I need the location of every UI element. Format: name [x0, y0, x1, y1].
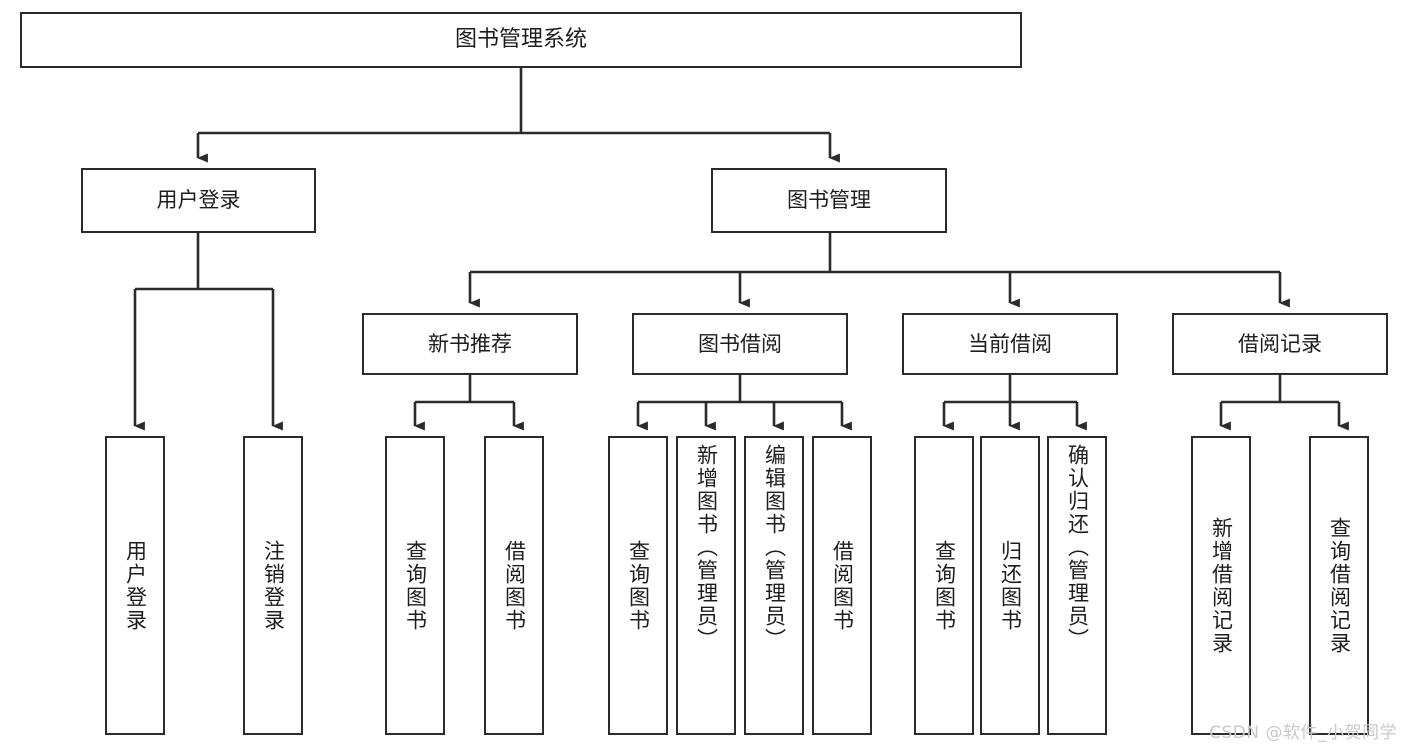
leaf-query-book-newbook[interactable]: 查询图书	[385, 436, 445, 735]
node-user-login[interactable]: 用户登录	[81, 168, 316, 233]
node-label: 借阅图书	[830, 539, 855, 632]
leaf-borrow-book-newbook[interactable]: 借阅图书	[484, 436, 544, 735]
node-label: 编辑图书（管理员）	[762, 444, 787, 651]
leaf-add-book-admin[interactable]: 新增图书（管理员）	[676, 436, 736, 735]
node-label: 用户登录	[123, 539, 148, 632]
node-label: 新书推荐	[428, 331, 512, 356]
node-label: 新增借阅记录	[1209, 516, 1234, 655]
leaf-query-borrow-record[interactable]: 查询借阅记录	[1309, 436, 1369, 735]
node-book-borrow[interactable]: 图书借阅	[632, 313, 848, 375]
leaf-logout[interactable]: 注销登录	[243, 436, 303, 735]
node-current-borrow[interactable]: 当前借阅	[902, 313, 1118, 375]
node-label: 图书借阅	[698, 331, 782, 356]
node-label: 查询借阅记录	[1327, 516, 1352, 655]
leaf-add-borrow-record[interactable]: 新增借阅记录	[1191, 436, 1251, 735]
node-label: 图书管理	[787, 188, 871, 213]
leaf-user-login[interactable]: 用户登录	[105, 436, 165, 735]
leaf-query-book-current[interactable]: 查询图书	[914, 436, 974, 735]
node-label: 确认归还（管理员）	[1065, 444, 1090, 651]
node-book-management[interactable]: 图书管理	[711, 168, 947, 233]
leaf-query-book-borrow[interactable]: 查询图书	[608, 436, 668, 735]
node-label: 当前借阅	[968, 331, 1052, 356]
node-label: 借阅记录	[1238, 331, 1322, 356]
csdn-watermark: CSDN @软件_小贺同学	[1209, 723, 1397, 743]
node-root-system[interactable]: 图书管理系统	[20, 12, 1022, 68]
node-label: 借阅图书	[502, 539, 527, 632]
node-label: 归还图书	[998, 539, 1023, 632]
node-label: 新增图书（管理员）	[694, 444, 719, 651]
leaf-borrow-book[interactable]: 借阅图书	[812, 436, 872, 735]
node-label: 注销登录	[261, 539, 286, 632]
node-new-book-recommend[interactable]: 新书推荐	[362, 313, 578, 375]
node-label: 查询图书	[932, 539, 957, 632]
node-label: 用户登录	[156, 188, 241, 213]
node-label: 图书管理系统	[454, 27, 587, 53]
leaf-edit-book-admin[interactable]: 编辑图书（管理员）	[744, 436, 804, 735]
leaf-return-book[interactable]: 归还图书	[980, 436, 1040, 735]
node-label: 查询图书	[403, 539, 428, 632]
leaf-confirm-return-admin[interactable]: 确认归还（管理员）	[1047, 436, 1107, 735]
node-label: 查询图书	[626, 539, 651, 632]
node-borrow-record[interactable]: 借阅记录	[1172, 313, 1388, 375]
